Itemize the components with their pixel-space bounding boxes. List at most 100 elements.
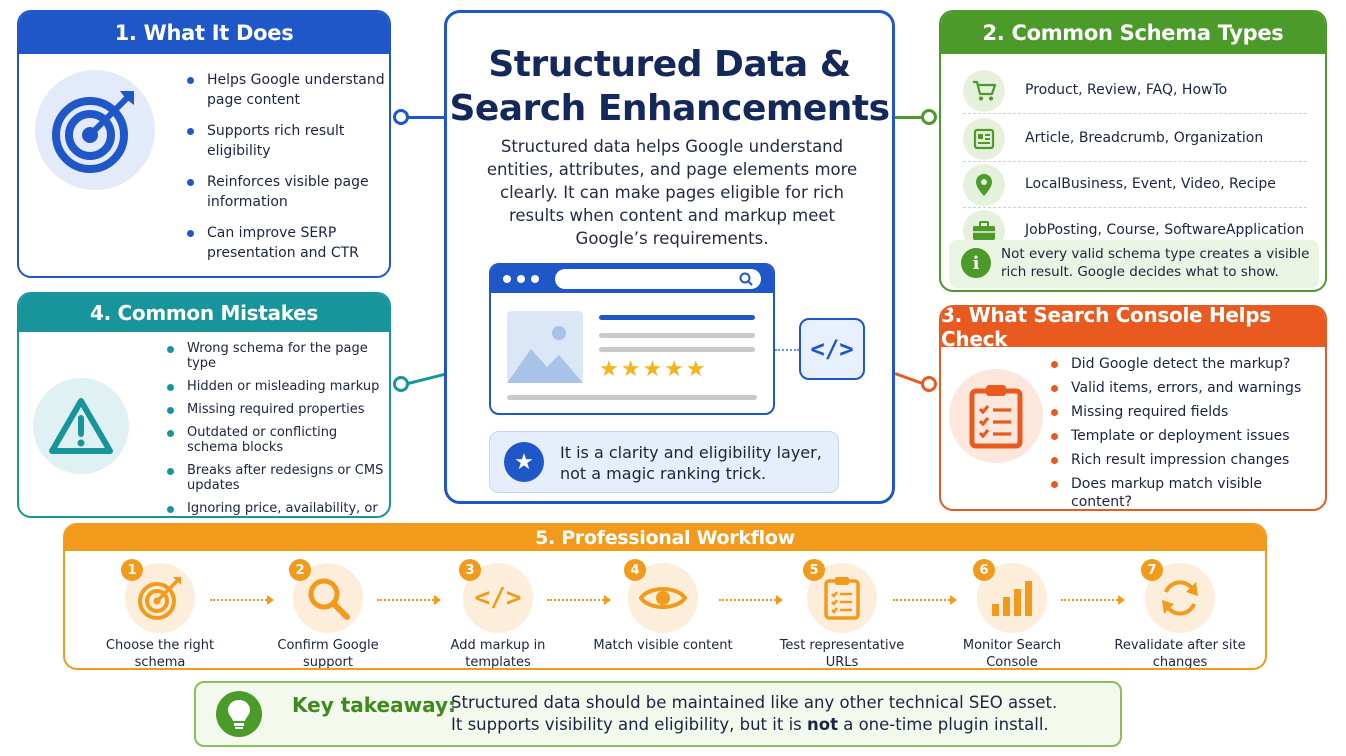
takeaway-line2: It supports visibility and eligibility, … — [451, 714, 1101, 736]
window-dot — [503, 275, 511, 283]
panel-workflow: 5. Professional Workflow 1 Choose the ri… — [63, 523, 1267, 670]
list-item: Breaks after redesigns or CMS updates — [165, 463, 385, 493]
takeaway-line2-end: a one-time plugin install. — [837, 715, 1049, 734]
center-panel: Structured Data & Search Enhancements St… — [444, 10, 895, 504]
step-label: Match visible content — [593, 638, 733, 653]
list-item: Template or deployment issues — [1049, 427, 1319, 445]
step-label: Choose the right schema — [105, 638, 215, 670]
main-title-line1: Structured Data & — [488, 44, 851, 85]
browser-search-bar — [555, 269, 761, 289]
step-number: 4 — [624, 559, 646, 581]
arrow-icon — [893, 595, 957, 605]
panel-title: 2. Common Schema Types — [941, 12, 1325, 54]
schema-text: Article, Breadcrumb, Organization — [1025, 130, 1264, 146]
connector-panel2 — [895, 116, 925, 119]
list-item: Wrong schema for the page type — [165, 341, 385, 371]
connector-node-panel3 — [921, 376, 937, 392]
list-item: Hidden or misleading markup — [165, 379, 385, 394]
step-label: Revalidate after site changes — [1114, 638, 1246, 670]
arrow-icon — [377, 595, 441, 605]
target-icon — [35, 70, 155, 190]
connector-node-panel1 — [393, 109, 409, 125]
takeaway-line1: Structured data should be maintained lik… — [451, 693, 1058, 712]
list-item: Missing required properties — [165, 402, 385, 417]
star-icon: ★ — [504, 442, 544, 482]
text-line — [507, 395, 757, 400]
code-icon: </> — [799, 318, 865, 380]
list-item: Can improve SERP presentation and CTR — [185, 223, 389, 263]
location-pin-icon — [963, 164, 1005, 206]
takeaway-label: Key takeaway: — [292, 693, 456, 717]
connector-node-panel4 — [393, 376, 409, 392]
list-item: Does markup match visible content? — [1049, 475, 1319, 509]
schema-text: JobPosting, Course, SoftwareApplication — [1025, 222, 1305, 238]
panel-what-it-does: 1. What It Does Helps Google understand … — [17, 10, 391, 278]
text-line — [599, 333, 755, 338]
step-number: 3 — [459, 559, 481, 581]
schema-note: i Not every valid schema type creates a … — [949, 240, 1319, 288]
panel-common-mistakes: 4. Common Mistakes Wrong schema for the … — [17, 292, 391, 518]
connector-node-panel2 — [921, 109, 937, 125]
note-text: Not every valid schema type creates a vi… — [1001, 246, 1310, 280]
step-label: Add markup in templates — [450, 638, 546, 670]
step-number: 1 — [121, 559, 143, 581]
image-placeholder-icon — [507, 311, 583, 383]
step-label: Confirm Google support — [277, 638, 379, 670]
panel-search-console: 3. What Search Console Helps Check Did G… — [939, 305, 1327, 511]
center-description: Structured data helps Google understand … — [486, 137, 858, 248]
arrow-icon — [719, 595, 783, 605]
schema-text: Product, Review, FAQ, HowTo — [1025, 82, 1228, 98]
schema-row: Article, Breadcrumb, Organization — [963, 116, 1307, 162]
info-icon: i — [961, 248, 991, 278]
text-line — [599, 315, 755, 320]
schema-text: LocalBusiness, Event, Video, Recipe — [1025, 176, 1276, 192]
cart-icon — [963, 70, 1005, 112]
callout-text: It is a clarity and eligibility layer, n… — [560, 443, 822, 483]
lightbulb-icon — [216, 691, 262, 737]
list-item: Ignoring price, availability, or content… — [165, 501, 385, 516]
panel-title: 1. What It Does — [19, 12, 389, 54]
window-dot — [517, 275, 525, 283]
list-item: Missing required fields — [1049, 403, 1319, 421]
list-item: Helps Google understand page content — [185, 70, 389, 110]
step-label: Test representative URLs — [779, 638, 905, 670]
arrow-icon — [1061, 595, 1125, 605]
text-line — [599, 347, 755, 352]
arrow-icon — [547, 595, 611, 605]
list-item: Outdated or conflicting schema blocks — [165, 425, 385, 455]
panel-title: 3. What Search Console Helps Check — [941, 307, 1325, 351]
connector-dash — [775, 349, 799, 351]
list-item: Valid items, errors, and warnings — [1049, 379, 1319, 397]
arrow-icon — [210, 595, 274, 605]
step-label: Monitor Search Console — [962, 638, 1062, 670]
schema-row: Product, Review, FAQ, HowTo — [963, 68, 1307, 114]
list-item: Rich result impression changes — [1049, 451, 1319, 469]
browser-toolbar — [491, 265, 773, 293]
connector-panel1 — [408, 116, 444, 119]
browser-mockup: ★★★★★ — [489, 263, 775, 415]
step-number: 2 — [289, 559, 311, 581]
search-icon — [739, 272, 753, 286]
takeaway-text: Structured data should be maintained lik… — [451, 692, 1101, 736]
panel-title: 5. Professional Workflow — [65, 525, 1265, 551]
takeaway-emphasis: not — [807, 715, 838, 734]
clipboard-checklist-icon — [949, 369, 1043, 463]
schema-row: LocalBusiness, Event, Video, Recipe — [963, 162, 1307, 208]
list-item: Supports rich result eligibility — [185, 121, 389, 161]
connector-panel4 — [407, 372, 448, 385]
main-title: Structured Data & Search Enhancements — [447, 43, 892, 131]
console-checks-list: Did Google detect the markup? Valid item… — [1049, 355, 1319, 509]
list-item: Reinforces visible page information — [185, 172, 389, 212]
connector-panel3 — [894, 372, 924, 386]
panel-schema-types: 2. Common Schema Types Product, Review, … — [939, 10, 1327, 292]
step-number: 5 — [803, 559, 825, 581]
callout-box: ★ It is a clarity and eligibility layer,… — [489, 431, 839, 493]
list-item: Did Google detect the markup? — [1049, 355, 1319, 373]
feature-list: Helps Google understand page content Sup… — [185, 70, 389, 274]
step-number: 6 — [973, 559, 995, 581]
takeaway-box: Key takeaway: Structured data should be … — [194, 681, 1122, 747]
article-icon — [963, 118, 1005, 160]
step-number: 7 — [1141, 559, 1163, 581]
rating-stars-icon: ★★★★★ — [599, 357, 708, 382]
window-dot — [531, 275, 539, 283]
